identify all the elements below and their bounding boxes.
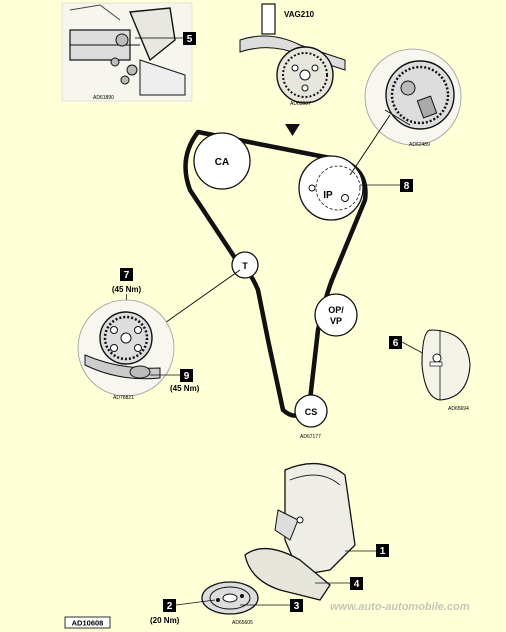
callout-5-text: 5 <box>187 34 193 45</box>
callout-9-box <box>180 369 193 382</box>
crankshaft-pulley <box>294 394 328 428</box>
callout-2-text: 2 <box>167 601 173 612</box>
figure-id: AD10608 <box>72 619 104 628</box>
pulley-ip-label: IP <box>323 190 333 201</box>
callout-4-text: 4 <box>354 579 360 590</box>
belt-layout: CA IP T OP/ VP CS AD67177 8 <box>161 114 413 440</box>
inset-injection-pump-detail: AD62489 <box>364 48 462 148</box>
ref-inset-8: AD62489 <box>409 142 430 148</box>
inset-camshaft-bearing: 5 AD61890 <box>61 2 196 102</box>
camshaft-pulley <box>193 132 251 190</box>
tool-vag210-icon <box>261 3 276 35</box>
pulley-ca-label: CA <box>215 157 229 168</box>
torque-7: (45 Nm) <box>112 285 142 294</box>
pulley-t-label: T <box>242 261 248 271</box>
callout-3-text: 3 <box>294 601 300 612</box>
footer: AD10608 www.auto-automobile.com <box>64 601 470 629</box>
inset-tensioner-detail: 7 (45 Nm) 9 (45 Nm) AD76821 <box>77 268 200 401</box>
torque-2: (20 Nm) <box>150 616 180 625</box>
upper-timing-cover <box>284 462 356 576</box>
pulley-opvp-label-2: VP <box>330 316 342 326</box>
pulley-opvp-label-1: OP/ <box>328 305 344 315</box>
inset-tool-vag210: VAG210 AD63007 <box>239 3 346 107</box>
callout-6-box <box>389 336 402 349</box>
ref-inset-6: AD65694 <box>448 406 469 412</box>
ref-main: AD67177 <box>300 434 321 440</box>
ip-locking-hole <box>341 194 349 202</box>
callout-2-box <box>163 599 176 612</box>
inset-timing-covers: 1 4 3 2 (20 Nm) AD65605 <box>150 462 389 626</box>
callout-8-box <box>400 179 413 192</box>
ip-timing-mark-circle <box>315 165 361 211</box>
pulley-cs-label: CS <box>305 407 318 417</box>
ref-inset-tool: AD63007 <box>290 101 311 107</box>
callout-9-text: 9 <box>184 371 190 382</box>
lower-timing-cover <box>244 548 331 601</box>
callout-8-text: 8 <box>404 181 410 192</box>
rotation-direction-arrow-icon <box>285 124 300 136</box>
callout-1-text: 1 <box>380 546 386 557</box>
ref-inset-5: AD61890 <box>93 95 114 101</box>
callout-1-box <box>376 544 389 557</box>
ref-inset-7: AD76821 <box>113 395 134 401</box>
callout-7-text: 7 <box>124 270 130 281</box>
inset-timing-mark-detail: 6 AD65694 <box>389 329 471 412</box>
oil-vacuum-pump-pulley <box>314 293 358 337</box>
figure-id-box <box>64 616 111 629</box>
callout-7-box <box>120 268 133 281</box>
callout-4-box <box>350 577 363 590</box>
callout-5-box <box>183 32 196 45</box>
torque-9: (45 Nm) <box>170 384 200 393</box>
tool-label: VAG210 <box>284 10 315 19</box>
ref-inset-2: AD65605 <box>232 620 253 626</box>
callout-3-box <box>290 599 303 612</box>
injection-pump-pulley <box>298 155 364 221</box>
callout-6-text: 6 <box>393 338 399 349</box>
watermark: www.auto-automobile.com <box>330 601 470 613</box>
